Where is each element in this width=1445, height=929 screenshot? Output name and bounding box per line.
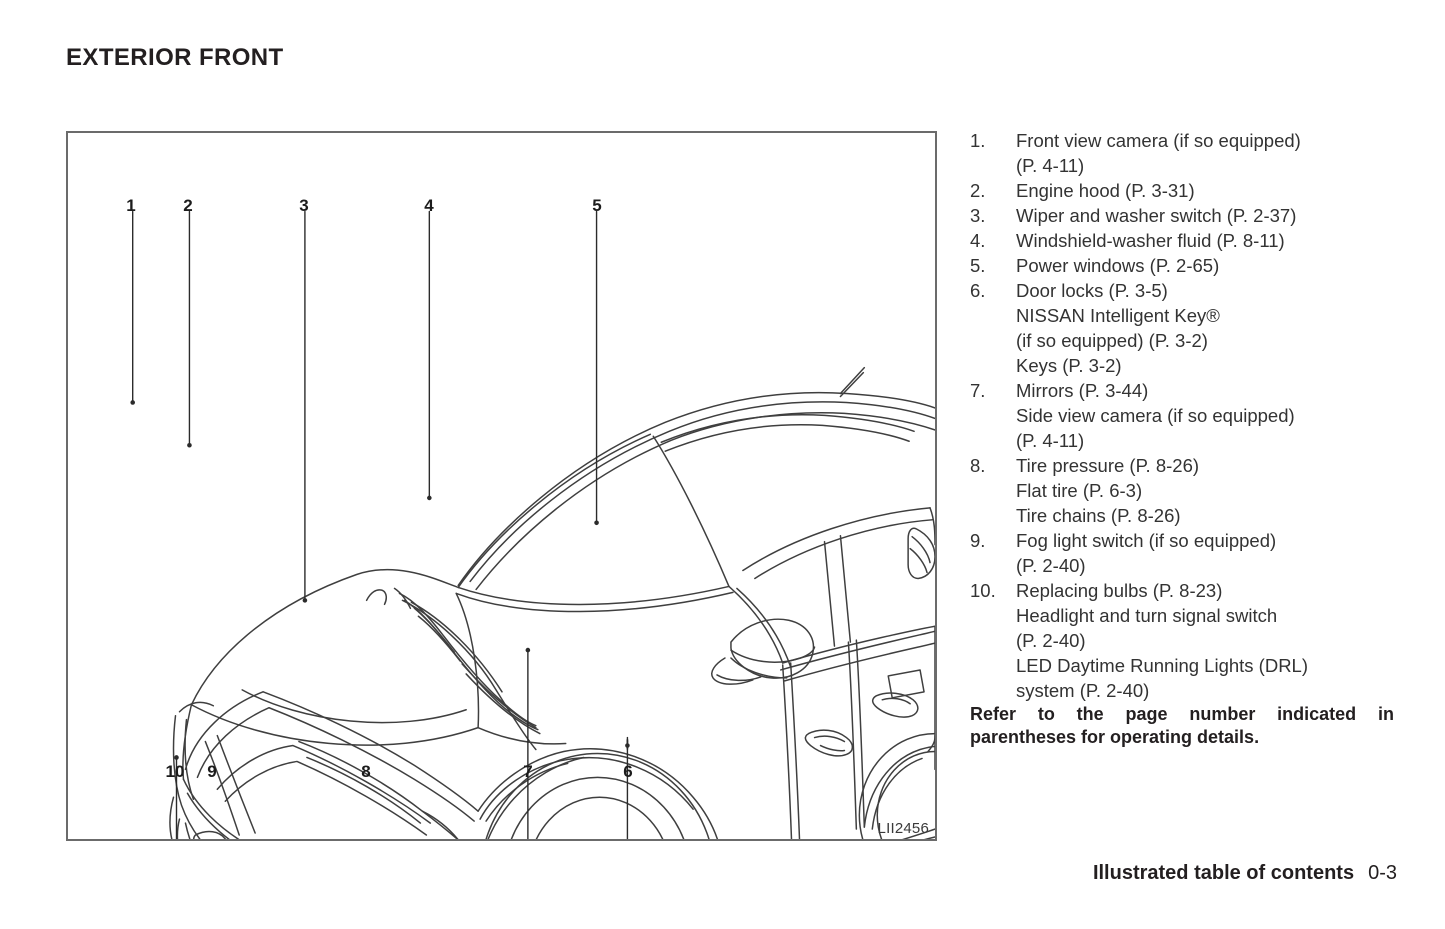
vehicle-illustration bbox=[130, 210, 935, 839]
callout-number-5: 5 bbox=[592, 196, 602, 215]
page-footer: Illustrated table of contents 0-3 bbox=[1093, 862, 1397, 885]
parts-list-item-number: 9. bbox=[970, 530, 986, 551]
parts-list-item-lines: Power windows (P. 2-65) bbox=[1016, 253, 1394, 278]
parts-list-item-line: Replacing bulbs (P. 8-23) bbox=[1016, 580, 1223, 601]
parts-list-item: 10. Replacing bulbs (P. 8-23) Headlight an… bbox=[970, 578, 1394, 703]
parts-list-item-line: (P. 2-40) bbox=[1016, 630, 1086, 651]
callout-number-7: 7 bbox=[523, 762, 533, 781]
parts-list-item-line: Side view camera (if so equipped) bbox=[1016, 405, 1295, 426]
parts-list-item: 5. Power windows (P. 2-65) bbox=[970, 253, 1394, 278]
parts-list-item-lines: Engine hood (P. 3-31) bbox=[1016, 178, 1394, 203]
parts-list-item-line: Fog light switch (if so equipped) bbox=[1016, 530, 1277, 551]
callout-number-4: 4 bbox=[424, 196, 434, 215]
parts-list-item-lines: Fog light switch (if so equipped) (P. 2-4… bbox=[1016, 528, 1394, 578]
parts-list-item: 2. Engine hood (P. 3-31) bbox=[970, 178, 1394, 203]
callout-number-8: 8 bbox=[361, 762, 371, 781]
parts-list-item-number: 8. bbox=[970, 455, 986, 476]
parts-list-item-line: Flat tire (P. 6-3) bbox=[1016, 480, 1143, 501]
parts-list-item-line: Engine hood (P. 3-31) bbox=[1016, 180, 1195, 201]
parts-list-item-line: Keys (P. 3-2) bbox=[1016, 355, 1122, 376]
parts-list-item-line: Power windows (P. 2-65) bbox=[1016, 255, 1220, 276]
parts-list-item-lines: Replacing bulbs (P. 8-23) Headlight and t… bbox=[1016, 578, 1394, 703]
parts-list-item-number: 2. bbox=[970, 180, 986, 201]
callout-number-6: 6 bbox=[623, 762, 633, 781]
parts-list-item: 9. Fog light switch (if so equipped) (P. 2… bbox=[970, 528, 1394, 578]
parts-list-item-lines: Door locks (P. 3-5) NISSAN Intelligent Ke… bbox=[1016, 278, 1394, 378]
parts-list-item-line: NISSAN Intelligent Key® bbox=[1016, 305, 1220, 326]
page-title: EXTERIOR FRONT bbox=[66, 44, 284, 71]
parts-list-item-number: 4. bbox=[970, 230, 986, 251]
footer-page-number: 0-3 bbox=[1368, 862, 1397, 884]
parts-list-item-line: Windshield-washer fluid (P. 8-11) bbox=[1016, 230, 1285, 251]
parts-list-item-lines: Mirrors (P. 3-44) Side view camera (if so… bbox=[1016, 378, 1394, 453]
parts-list-item-line: Door locks (P. 3-5) bbox=[1016, 280, 1168, 301]
parts-list-item-line: Tire pressure (P. 8-26) bbox=[1016, 455, 1200, 476]
refer-note-line-2: parentheses for operating details. bbox=[970, 727, 1260, 747]
callout-number-10: 10 bbox=[165, 762, 185, 781]
parts-list-item-lines: Tire pressure (P. 8-26) Flat tire (P. 6-3… bbox=[1016, 453, 1394, 528]
parts-list-item-number: 6. bbox=[970, 280, 986, 301]
parts-list-item: 8. Tire pressure (P. 8-26) Flat tire (P. 6… bbox=[970, 453, 1394, 528]
refer-to-page-note: Refer to the page number indicated in pa… bbox=[970, 703, 1394, 749]
parts-list-item-number: 1. bbox=[970, 130, 986, 151]
parts-list-item: 7. Mirrors (P. 3-44) Side view camera (if … bbox=[970, 378, 1394, 453]
parts-list-item-line: (P. 4-11) bbox=[1016, 430, 1085, 451]
parts-list-item-line: (P. 2-40) bbox=[1016, 555, 1086, 576]
parts-list-item-number: 3. bbox=[970, 205, 986, 226]
parts-list-item-line: Headlight and turn signal switch bbox=[1016, 605, 1278, 626]
parts-list-item-line: Mirrors (P. 3-44) bbox=[1016, 380, 1149, 401]
footer-section-label: Illustrated table of contents bbox=[1092, 862, 1355, 884]
parts-list-item: 1. Front view camera (if so equipped) (P. … bbox=[970, 128, 1394, 178]
parts-list-item-number: 5. bbox=[970, 255, 986, 276]
parts-list-item-lines: Windshield-washer fluid (P. 8-11) bbox=[1016, 228, 1394, 253]
callout-number-9: 9 bbox=[207, 762, 217, 781]
parts-list-item-number: 7. bbox=[970, 380, 986, 401]
callout-number-3: 3 bbox=[299, 196, 309, 215]
parts-list-item-lines: Wiper and washer switch (P. 2-37) bbox=[1016, 203, 1394, 228]
figure-code: LII2456 bbox=[877, 820, 929, 837]
refer-note-line-1: Refer to the page number indicated in bbox=[970, 704, 1394, 724]
parts-list-item: 3. Wiper and washer switch (P. 2-37) bbox=[970, 203, 1394, 228]
parts-list-item-number: 10. bbox=[970, 580, 996, 601]
callout-number-1: 1 bbox=[126, 196, 136, 215]
illustration-frame: LII2456 bbox=[66, 131, 937, 841]
callout-number-2: 2 bbox=[183, 196, 193, 215]
parts-list-item-line: system (P. 2-40) bbox=[1016, 680, 1150, 701]
parts-list-item-line: Tire chains (P. 8-26) bbox=[1016, 505, 1181, 526]
parts-list-item-line: Front view camera (if so equipped) bbox=[1016, 130, 1301, 151]
parts-list-item-line: (if so equipped) (P. 3-2) bbox=[1016, 330, 1208, 351]
parts-list-item-line: (P. 4-11) bbox=[1016, 155, 1085, 176]
parts-list-item: 6. Door locks (P. 3-5) NISSAN Intelligent … bbox=[970, 278, 1394, 378]
parts-list: 1. Front view camera (if so equipped) (P. … bbox=[970, 128, 1394, 703]
parts-list-item: 4. Windshield-washer fluid (P. 8-11) bbox=[970, 228, 1394, 253]
parts-list-item-lines: Front view camera (if so equipped) (P. 4-… bbox=[1016, 128, 1394, 178]
parts-list-item-line: Wiper and washer switch (P. 2-37) bbox=[1016, 205, 1297, 226]
parts-list-item-line: LED Daytime Running Lights (DRL) bbox=[1016, 655, 1309, 676]
